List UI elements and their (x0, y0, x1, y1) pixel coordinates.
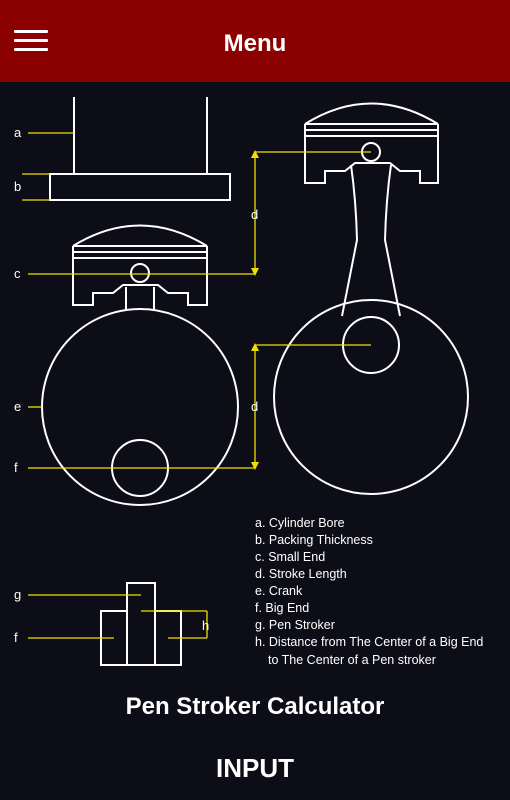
label-d-top: d (251, 207, 258, 222)
label-h: h (202, 618, 209, 633)
label-e: e (14, 399, 21, 414)
hamburger-menu-icon[interactable] (14, 30, 48, 52)
label-b: b (14, 179, 21, 194)
input-button[interactable]: INPUT (216, 753, 294, 783)
header-title: Menu (223, 30, 287, 57)
legend-item: g. Pen Stroker (255, 618, 335, 632)
engine-diagram: a b c d d e f g f h a. Cylinder Bore b. … (14, 97, 483, 667)
legend-item: to The Center of a Pen stroker (268, 653, 436, 667)
legend-item: d. Stroke Length (255, 567, 347, 581)
label-d-bottom: d (251, 399, 258, 414)
page-title: Pen Stroker Calculator (125, 693, 385, 720)
label-a: a (14, 125, 22, 140)
legend-item: e. Crank (255, 584, 303, 598)
label-c: c (14, 266, 21, 281)
app-header: Menu (0, 0, 510, 82)
legend-item: c. Small End (255, 550, 325, 564)
label-g: g (14, 587, 21, 602)
legend-item: f. Big End (255, 601, 309, 615)
label-f-stroker: f (14, 630, 18, 645)
legend-item: h. Distance from The Center of a Big End (255, 635, 483, 649)
diagram-legend: a. Cylinder Bore b. Packing Thickness c.… (255, 516, 483, 667)
legend-item: b. Packing Thickness (255, 533, 373, 547)
label-f-crank: f (14, 460, 18, 475)
legend-item: a. Cylinder Bore (255, 516, 345, 530)
